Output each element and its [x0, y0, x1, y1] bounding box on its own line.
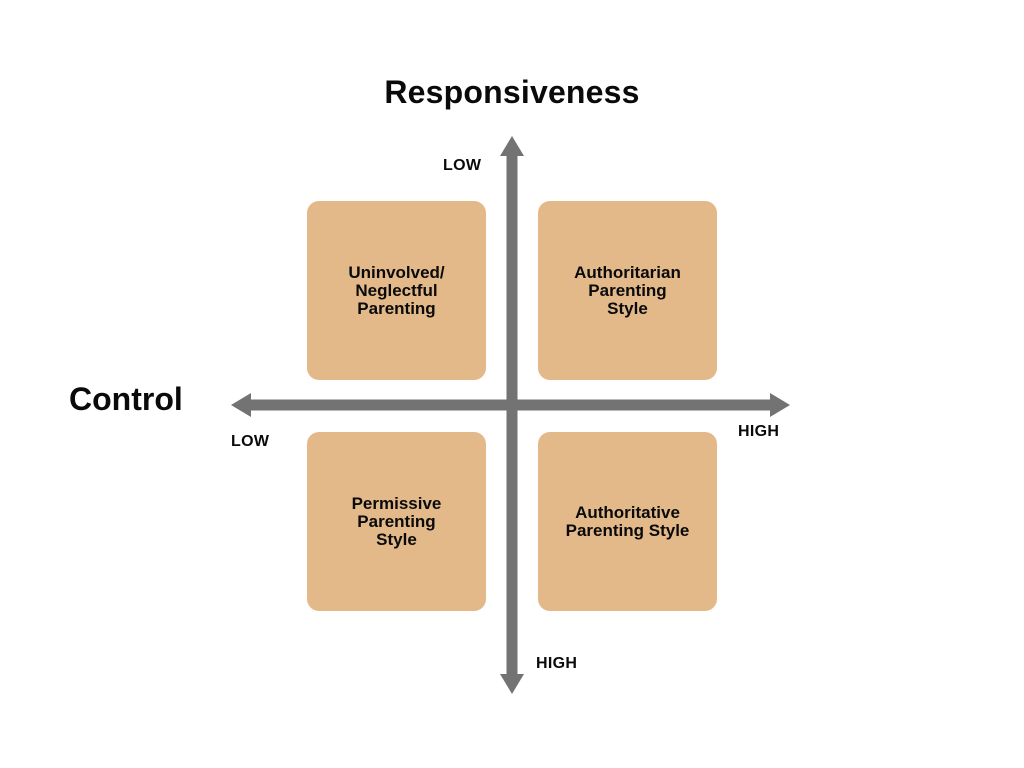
horizontal-axis-high-label: HIGH [738, 423, 780, 440]
quadrant-label: Authoritarian Parenting Style [574, 262, 681, 318]
vertical-axis-high-label: HIGH [536, 655, 578, 672]
quadrant-label: Authoritative Parenting Style [565, 502, 690, 540]
horizontal-axis-arrow-left [231, 393, 251, 417]
quadrant-label: Permissive Parenting Style [351, 493, 442, 549]
quadrant-authoritarian: Authoritarian Parenting Style [538, 201, 717, 380]
vertical-axis-title: Responsiveness [384, 74, 640, 110]
quadrant-authoritative: Authoritative Parenting Style [538, 432, 717, 611]
horizontal-axis-title: Control [69, 381, 183, 417]
horizontal-axis-low-label: LOW [231, 433, 270, 450]
quadrant-label: Uninvolved/ Neglectful Parenting [348, 262, 445, 318]
vertical-axis-arrow-down [500, 674, 524, 694]
horizontal-axis-arrow-right [770, 393, 790, 417]
vertical-axis-low-label: LOW [443, 157, 482, 174]
quadrant-uninvolved-neglectful: Uninvolved/ Neglectful Parenting [307, 201, 486, 380]
vertical-axis-arrow-up [500, 136, 524, 156]
quadrant-permissive: Permissive Parenting Style [307, 432, 486, 611]
